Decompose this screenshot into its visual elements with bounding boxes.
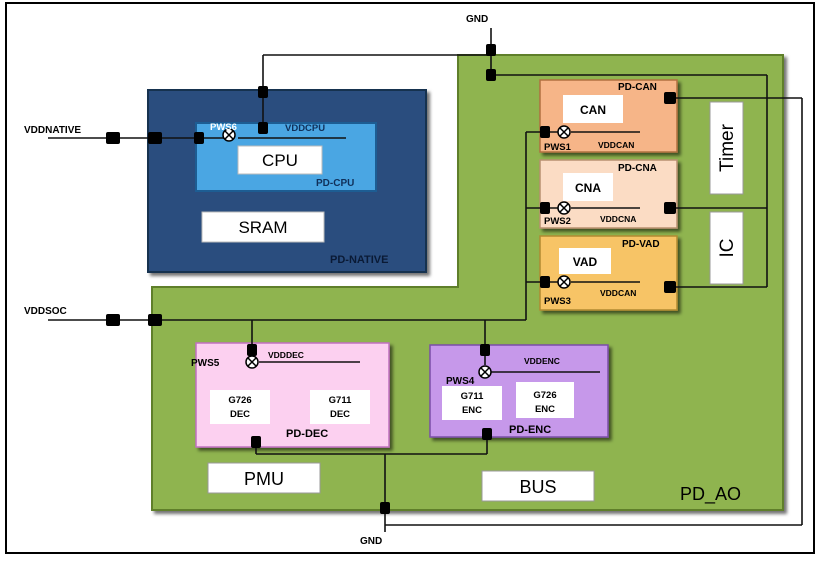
- pd-native-label: PD-NATIVE: [330, 254, 388, 266]
- connector-pads: [106, 44, 676, 514]
- g726-dec-block: [210, 390, 270, 424]
- can-block: [563, 95, 623, 123]
- bus-block: [481, 470, 595, 502]
- cna-label: CNA: [575, 181, 601, 195]
- ic-label: IC: [717, 239, 738, 258]
- cpu-label: CPU: [262, 151, 298, 170]
- g711-enc-block: [442, 386, 502, 420]
- pd-cpu-label: PD-CPU: [316, 178, 354, 189]
- timer-block: [709, 101, 744, 195]
- pws5-switch-icon: [245, 355, 259, 369]
- cna-block: [563, 173, 613, 201]
- pws5-label: PWS5: [191, 358, 220, 369]
- vddcpu-label: VDDCPU: [285, 123, 325, 134]
- g726-dec-label-2: DEC: [230, 409, 250, 420]
- pmu-label: PMU: [244, 469, 284, 489]
- g726-enc-label-2: ENC: [535, 404, 555, 415]
- vddcan-1-label: VDDCAN: [598, 140, 634, 150]
- pd-can-label: PD-CAN: [618, 82, 657, 93]
- vad-label: VAD: [573, 255, 598, 269]
- vdddec-label: VDDDEC: [268, 350, 304, 360]
- pws3-switch-icon: [557, 275, 571, 289]
- pws2-switch-icon: [557, 201, 571, 215]
- pws4-label: PWS4: [446, 376, 475, 387]
- g711-enc-label-1: G711: [461, 391, 484, 402]
- vddcan-3-label: VDDCAN: [600, 288, 636, 298]
- pmu-block: [207, 462, 321, 494]
- vddenc-label: VDDENC: [524, 356, 560, 366]
- power-switches: [222, 125, 571, 379]
- pws1-label: PWS1: [544, 142, 572, 153]
- cpu-block: [237, 145, 323, 175]
- pd-vad-label: PD-VAD: [622, 239, 660, 250]
- g711-dec-label-2: DEC: [330, 409, 350, 420]
- g711-dec-block: [310, 390, 370, 424]
- vddnative-label: VDDNATIVE: [24, 125, 81, 136]
- vddsoc-label: VDDSOC: [24, 306, 67, 317]
- sram-label: SRAM: [238, 218, 287, 237]
- pd-ao-label: PD_AO: [680, 484, 741, 505]
- g726-enc-label-1: G726: [533, 390, 556, 401]
- vad-block: [559, 248, 611, 274]
- pws6-switch-icon: [222, 128, 236, 142]
- pws6-label: PWS6: [210, 122, 237, 133]
- g711-dec-label-1: G711: [329, 395, 352, 406]
- pd-enc-label: PD-ENC: [509, 424, 551, 436]
- pws3-label: PWS3: [544, 296, 571, 307]
- bus-label: BUS: [519, 477, 556, 497]
- pws4-switch-icon: [478, 365, 492, 379]
- sram-block: [201, 211, 325, 243]
- ic-block: [709, 211, 744, 285]
- pd-cna-label: PD-CNA: [618, 163, 657, 174]
- timer-label: Timer: [717, 123, 738, 172]
- pd-dec-label: PD-DEC: [286, 428, 328, 440]
- pws1-switch-icon: [557, 125, 571, 139]
- pws2-label: PWS2: [544, 216, 571, 227]
- gnd-bottom-label: GND: [360, 536, 382, 547]
- gnd-top-label: GND: [466, 14, 488, 25]
- vddcna-label: VDDCNA: [600, 214, 636, 224]
- g711-enc-label-2: ENC: [462, 405, 482, 416]
- g726-dec-label-1: G726: [228, 395, 251, 406]
- can-label: CAN: [580, 103, 606, 117]
- g726-enc-block: [516, 382, 574, 418]
